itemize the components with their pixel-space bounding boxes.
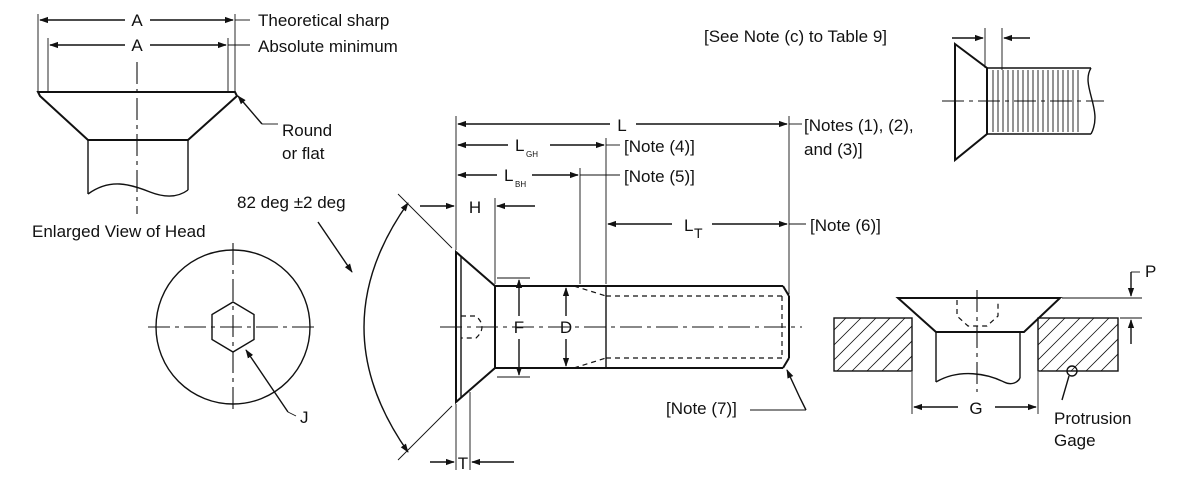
label-g: G (969, 399, 982, 418)
label-lt: L (684, 216, 693, 235)
label-j: J (300, 408, 309, 427)
label-lt-sub: T (694, 225, 703, 241)
label-p: P (1145, 262, 1156, 281)
leader-line (287, 411, 297, 417)
label-protrusion: Protrusion (1054, 409, 1131, 428)
gage-screw-head (895, 297, 1063, 333)
label-or-flat: or flat (282, 144, 325, 163)
label-note4: [Note (4)] (624, 137, 695, 156)
chamfer (782, 357, 790, 369)
label-theoretical-sharp: Theoretical sharp (258, 11, 389, 30)
label-enlarged-view: Enlarged View of Head (32, 222, 206, 241)
screw-side-view: 82 deg ±2 deg L [Notes (1), (2), and (3 (237, 116, 914, 473)
round-leader (237, 95, 263, 125)
label-a-min: A (131, 36, 143, 55)
angle-extension (397, 193, 453, 249)
label-lbh-sub: BH (515, 180, 526, 189)
label-l: L (617, 116, 626, 135)
detail-head (954, 42, 988, 163)
gage-block-left (833, 317, 913, 372)
label-d: D (560, 318, 572, 337)
label-note6: [Note (6)] (810, 216, 881, 235)
angle-leader (317, 221, 353, 273)
thread-detail-view: [See Note (c) to Table 9] (704, 27, 1104, 163)
j-leader (245, 349, 289, 413)
end-view: J (148, 243, 318, 427)
label-note5: [Note (5)] (624, 167, 695, 186)
label-h: H (469, 198, 481, 217)
label-lgh-sub: GH (526, 150, 538, 159)
label-lbh: L (504, 166, 513, 185)
label-t: T (458, 454, 468, 473)
angle-extension (397, 405, 453, 461)
label-notes-123: [Notes (1), (2), (804, 116, 914, 135)
label-absolute-minimum: Absolute minimum (258, 37, 398, 56)
gage-leader (1061, 375, 1070, 401)
chamfer (782, 285, 790, 297)
thread-runout (573, 357, 607, 369)
label-round: Round (282, 121, 332, 140)
label-note7: [Note (7)] (666, 399, 737, 418)
hatch-right (1038, 318, 1118, 371)
angle-arc (363, 202, 409, 453)
hatch-left (834, 318, 912, 371)
note7-leader (786, 369, 807, 411)
break-line (87, 183, 189, 197)
label-notes-123-cont: and (3)] (804, 140, 863, 159)
label-gage: Gage (1054, 431, 1096, 450)
gage-leader-dot (1066, 365, 1078, 377)
label-f: F (514, 318, 524, 337)
detail-break-line (1087, 67, 1096, 135)
thread-runout (573, 285, 607, 297)
protrusion-gage-view: P G Protrusion Gage (833, 262, 1156, 450)
gage-break-line (935, 372, 1021, 385)
label-angle: 82 deg ±2 deg (237, 193, 346, 212)
label-lgh: L (515, 136, 524, 155)
enlarged-head-view: A A Theoretical sharp Absolute minimum R… (32, 11, 398, 241)
gage-block-right (1037, 317, 1119, 372)
label-see-note: [See Note (c) to Table 9] (704, 27, 887, 46)
label-a-sharp: A (131, 11, 143, 30)
